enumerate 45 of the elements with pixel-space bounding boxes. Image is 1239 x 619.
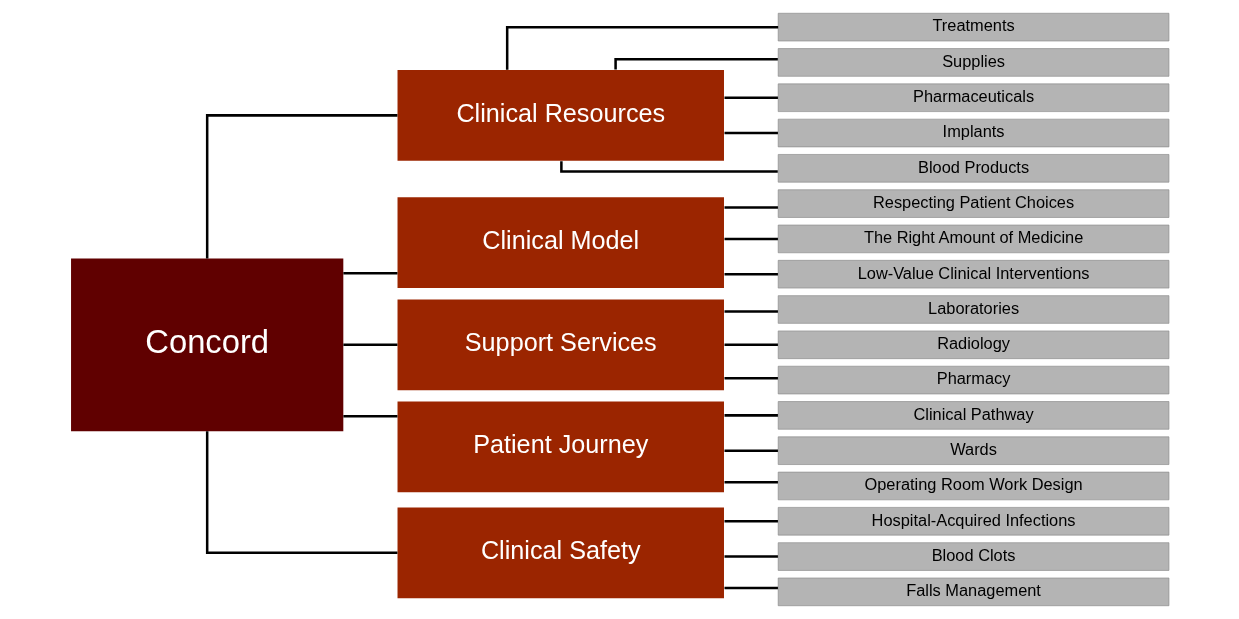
node-box: Clinical Model [397, 197, 724, 289]
connector [724, 555, 778, 558]
connector [724, 449, 778, 452]
node-box: Support Services [397, 299, 724, 391]
connector [724, 272, 778, 276]
node-box: Hospital-Acquired Infections [777, 507, 1169, 536]
node-box: Patient Journey [397, 401, 724, 493]
node-box: Operating Room Work Design [777, 471, 1169, 501]
node-box: Wards [777, 436, 1169, 465]
node-box: Falls Management [777, 577, 1169, 607]
connector [724, 376, 778, 380]
connector [505, 25, 778, 70]
node-box: Blood Clots [777, 542, 1169, 571]
connector [724, 480, 778, 484]
node-box: Blood Products [777, 154, 1169, 183]
connector [724, 310, 778, 313]
node-box: Pharmacy [777, 365, 1169, 395]
connector [724, 131, 778, 135]
connector [724, 414, 778, 417]
node-box: Clinical Resources [397, 70, 724, 161]
node-box: The Right Amount of Medicine [777, 224, 1169, 254]
node-box: Treatments [777, 12, 1169, 42]
node-box: Pharmaceuticals [777, 83, 1169, 112]
connector [613, 58, 778, 70]
connector [205, 431, 397, 555]
node-box: Clinical Safety [397, 507, 724, 599]
connector [724, 237, 778, 241]
node-box: Laboratories [777, 295, 1169, 324]
connector [724, 206, 778, 209]
node-box: Radiology [777, 330, 1169, 359]
connector [342, 343, 397, 347]
connector [724, 96, 778, 99]
node-box: Supplies [777, 48, 1169, 77]
connector [342, 272, 397, 275]
node-box: Implants [777, 118, 1169, 148]
node-box: Clinical Pathway [777, 401, 1169, 430]
connector [205, 114, 397, 259]
connector [724, 343, 778, 347]
connector [724, 586, 778, 590]
connector [559, 161, 778, 173]
node-box: Respecting Patient Choices [777, 189, 1169, 218]
node-box: Concord [70, 258, 343, 432]
connector [724, 520, 778, 523]
connector [342, 415, 397, 418]
node-box: Low-Value Clinical Interventions [777, 260, 1169, 289]
